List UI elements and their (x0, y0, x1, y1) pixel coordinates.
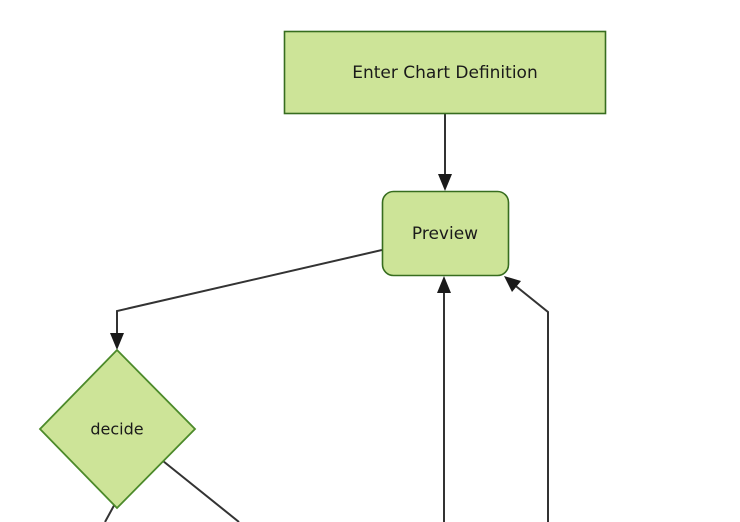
edge-return-center-to-preview (437, 276, 451, 522)
edge-preview-to-decide (110, 249, 383, 350)
node-label-preview: Preview (412, 224, 478, 244)
edge-line (116, 249, 383, 340)
node-diamond (38, 348, 197, 510)
arrowhead-down-icon (438, 174, 452, 191)
arrowhead-down-icon (110, 333, 124, 350)
node-decide[interactable]: decide (38, 348, 197, 510)
node-preview[interactable]: Preview (381, 190, 510, 277)
node-label-decide: decide (90, 420, 143, 439)
arrowhead-up-left-icon (504, 276, 521, 292)
node-label-enter-chart-definition: Enter Chart Definition (352, 63, 537, 83)
edge-return-right-to-preview (504, 276, 549, 522)
node-rounded-rectangle (381, 190, 510, 277)
arrowhead-up-icon (437, 276, 451, 293)
edge-line (511, 282, 549, 522)
node-enter-chart-definition[interactable]: Enter Chart Definition (283, 30, 607, 115)
node-rectangle (283, 30, 607, 115)
edge-decide-out-right (162, 460, 240, 522)
edge-line (162, 460, 240, 522)
edge-enter-to-preview (438, 114, 452, 191)
